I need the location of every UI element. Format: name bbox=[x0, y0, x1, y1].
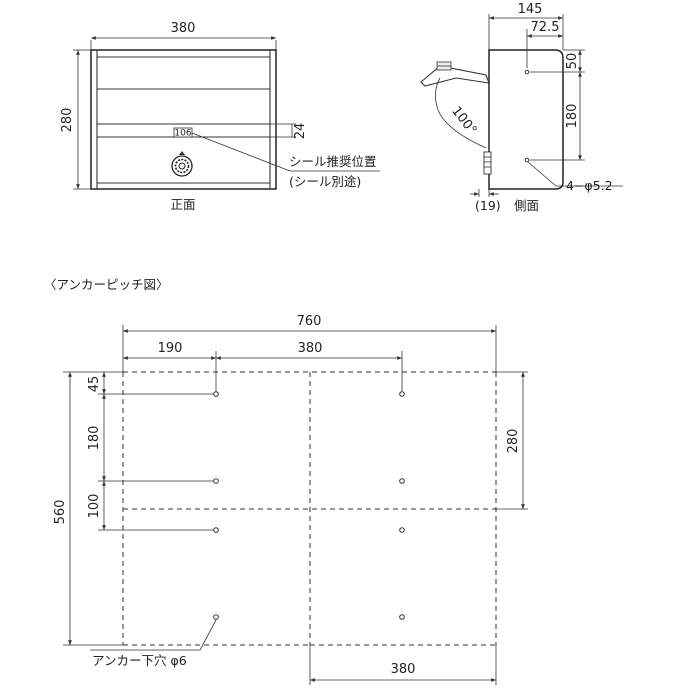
anchor-pitch-diagram: 〈アンカーピッチ図〉 760 190 380 560 45 1 bbox=[44, 277, 528, 685]
anchor-hole bbox=[213, 527, 219, 533]
side-view: 145 72.5 50 180 100° (1 bbox=[420, 2, 623, 213]
side-angle-label: 100° bbox=[448, 104, 479, 138]
side-depth-dim: 145 bbox=[518, 2, 543, 17]
front-view: 380 280 106 24 シール推奨位置 (シール別途) bbox=[60, 21, 380, 212]
pitch-bottom-dim: 380 bbox=[391, 662, 416, 677]
seal-offset-dim: 24 bbox=[293, 123, 308, 140]
anchor-hole-label: アンカー下穴 φ6 bbox=[92, 653, 187, 668]
side-top-offset-dim: 50 bbox=[565, 53, 580, 70]
anchor-hole bbox=[399, 614, 405, 620]
anchor-hole bbox=[213, 614, 219, 620]
dial-lock-icon bbox=[171, 151, 193, 177]
anchor-hole bbox=[399, 478, 405, 484]
seal-leader bbox=[191, 132, 291, 172]
front-height-dim: 280 bbox=[60, 108, 75, 133]
seal-note: (シール別途) bbox=[289, 174, 361, 189]
seal-box-label: 106 bbox=[174, 129, 191, 139]
left-offset-dim: 190 bbox=[158, 341, 183, 356]
side-outline bbox=[488, 49, 564, 190]
side-view-label: 側面 bbox=[514, 198, 539, 213]
side-center-dim: 72.5 bbox=[531, 20, 560, 35]
anchor-hole bbox=[213, 478, 219, 484]
lid-swing-arc bbox=[435, 77, 487, 149]
seal-box bbox=[173, 127, 193, 138]
front-width-dim: 380 bbox=[171, 21, 196, 36]
hinge-icon bbox=[483, 151, 492, 175]
total-width-dim: 760 bbox=[297, 314, 322, 329]
pitch-top-dim: 380 bbox=[298, 341, 323, 356]
front-view-label: 正面 bbox=[170, 197, 195, 212]
dim-45: 45 bbox=[87, 376, 102, 393]
anchor-hole bbox=[399, 391, 405, 397]
right-height-dim: 280 bbox=[506, 429, 521, 454]
side-hole-pitch-dim: 180 bbox=[565, 104, 580, 129]
dim-180: 180 bbox=[87, 426, 102, 451]
side-holes-label: 4−φ5.2 bbox=[566, 178, 613, 193]
front-outline bbox=[90, 49, 277, 190]
anchor-hole bbox=[399, 527, 405, 533]
side-bottom-dim: (19) bbox=[475, 198, 501, 213]
height-total-dim: 560 bbox=[53, 500, 68, 525]
dim-100: 100 bbox=[87, 494, 102, 519]
seal-label: シール推奨位置 bbox=[289, 154, 377, 169]
open-lid bbox=[420, 65, 490, 87]
anchor-hole bbox=[213, 391, 219, 397]
anchor-title: 〈アンカーピッチ図〉 bbox=[44, 277, 169, 292]
